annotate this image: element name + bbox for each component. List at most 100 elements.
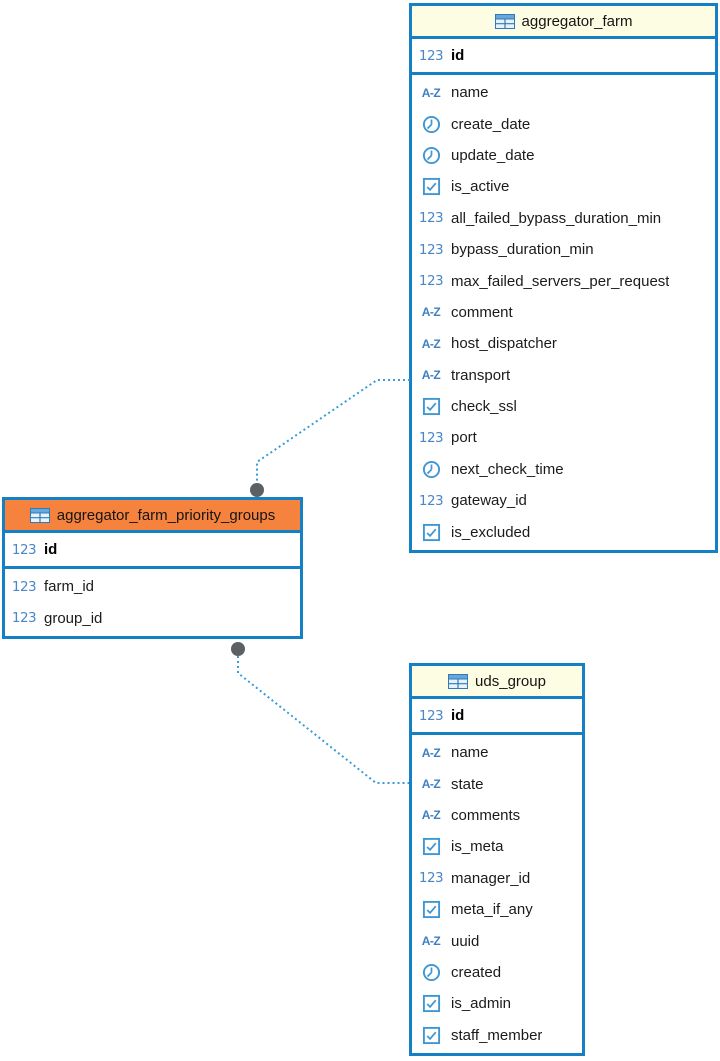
column-name: is_admin: [451, 995, 512, 1013]
column-row[interactable]: 123 port: [412, 422, 715, 453]
table-aggregator-farm-priority-groups[interactable]: aggregator_farm_priority_groups 123 id 1…: [2, 497, 303, 639]
column-row[interactable]: is_meta: [412, 831, 582, 862]
text-type-icon: A-Z: [421, 777, 441, 792]
column-row[interactable]: meta_if_any: [412, 894, 582, 925]
numeric-type-icon: 123: [418, 210, 444, 227]
boolean-type-icon: [419, 994, 443, 1013]
column-row[interactable]: 123 bypass_duration_min: [412, 234, 715, 265]
column-row[interactable]: A-Z name: [412, 737, 582, 768]
column-row[interactable]: create_date: [412, 108, 715, 139]
table-aggregator-farm[interactable]: aggregator_farm 123 id A-Z name create_d…: [409, 3, 718, 553]
column-row[interactable]: A-Z state: [412, 768, 582, 799]
numeric-type-icon: 123: [418, 429, 444, 446]
column-row[interactable]: is_active: [412, 171, 715, 202]
column-row[interactable]: 123 manager_id: [412, 863, 582, 894]
relation-anchor-dot[interactable]: [250, 483, 264, 497]
column-row[interactable]: 123 max_failed_servers_per_request: [412, 265, 715, 296]
numeric-type-icon: 123: [418, 492, 444, 509]
numeric-type-icon: 123: [418, 707, 444, 724]
numeric-type-icon: 123: [418, 870, 444, 887]
column-row[interactable]: staff_member: [412, 1020, 582, 1051]
column-name: check_ssl: [451, 398, 517, 416]
column-name: is_excluded: [451, 523, 531, 541]
column-name: staff_member: [451, 1026, 543, 1044]
numeric-type-icon: 123: [418, 273, 444, 290]
table-title: aggregator_farm: [521, 12, 633, 30]
table-uds-group[interactable]: uds_group 123 id A-Z name A-Z state A-Z …: [409, 663, 585, 1056]
table-header[interactable]: aggregator_farm: [412, 6, 715, 39]
column-row[interactable]: update_date: [412, 140, 715, 171]
column-name: create_date: [451, 115, 531, 133]
column-row[interactable]: next_check_time: [412, 454, 715, 485]
column-name: id: [44, 541, 58, 558]
column-row[interactable]: 123 id: [412, 699, 582, 732]
column-row[interactable]: is_admin: [412, 988, 582, 1019]
table-header[interactable]: uds_group: [412, 666, 582, 699]
primary-key-section: 123 id: [412, 699, 582, 735]
numeric-type-icon: 123: [418, 241, 444, 258]
column-name: id: [451, 707, 465, 724]
column-row[interactable]: 123 group_id: [5, 602, 300, 633]
relation-line-group[interactable]: [237, 656, 409, 784]
columns-section: A-Z name A-Z state A-Z comments is_meta …: [412, 735, 582, 1053]
relation-anchor-dot[interactable]: [231, 642, 245, 656]
column-name: max_failed_servers_per_request: [451, 272, 670, 290]
text-type-icon: A-Z: [421, 85, 441, 100]
table-icon: [29, 507, 50, 523]
column-name: group_id: [44, 609, 103, 627]
column-name: created: [451, 963, 502, 981]
column-name: name: [451, 744, 489, 762]
numeric-type-icon: 123: [11, 541, 37, 558]
table-header-selected[interactable]: aggregator_farm_priority_groups: [5, 500, 300, 533]
column-row[interactable]: A-Z transport: [412, 360, 715, 391]
column-name: farm_id: [44, 578, 95, 596]
datetime-type-icon: [419, 146, 443, 165]
column-row[interactable]: created: [412, 957, 582, 988]
column-row[interactable]: A-Z host_dispatcher: [412, 328, 715, 359]
column-name: next_check_time: [451, 460, 564, 478]
column-row[interactable]: 123 id: [5, 533, 300, 566]
numeric-type-icon: 123: [11, 610, 37, 627]
column-row[interactable]: 123 all_failed_bypass_duration_min: [412, 203, 715, 234]
column-row[interactable]: 123 farm_id: [5, 571, 300, 602]
table-icon: [448, 673, 469, 689]
primary-key-section: 123 id: [5, 533, 300, 569]
columns-section: 123 farm_id 123 group_id: [5, 569, 300, 636]
column-name: name: [451, 84, 489, 102]
text-type-icon: A-Z: [421, 305, 441, 320]
datetime-type-icon: [419, 963, 443, 982]
column-row[interactable]: 123 id: [412, 39, 715, 72]
column-row[interactable]: A-Z comment: [412, 297, 715, 328]
boolean-type-icon: [419, 900, 443, 919]
text-type-icon: A-Z: [421, 336, 441, 351]
column-name: comments: [451, 806, 521, 824]
column-name: update_date: [451, 146, 535, 164]
column-name: uuid: [451, 932, 480, 950]
boolean-type-icon: [419, 837, 443, 856]
column-name: port: [451, 429, 477, 447]
column-name: state: [451, 775, 484, 793]
column-name: is_meta: [451, 838, 504, 856]
column-row[interactable]: check_ssl: [412, 391, 715, 422]
columns-section: A-Z name create_date update_date is_acti…: [412, 75, 715, 550]
column-row[interactable]: A-Z name: [412, 77, 715, 108]
column-name: id: [451, 47, 465, 64]
boolean-type-icon: [419, 397, 443, 416]
datetime-type-icon: [419, 460, 443, 479]
column-name: comment: [451, 303, 513, 321]
table-title: uds_group: [475, 672, 546, 690]
column-name: bypass_duration_min: [451, 241, 594, 259]
column-name: transport: [451, 366, 511, 384]
column-row[interactable]: A-Z comments: [412, 800, 582, 831]
relation-line-farm[interactable]: [256, 379, 410, 484]
text-type-icon: A-Z: [421, 934, 441, 949]
column-row[interactable]: is_excluded: [412, 516, 715, 547]
column-name: is_active: [451, 178, 510, 196]
primary-key-section: 123 id: [412, 39, 715, 75]
numeric-type-icon: 123: [11, 578, 37, 595]
column-row[interactable]: A-Z uuid: [412, 925, 582, 956]
column-row[interactable]: 123 gateway_id: [412, 485, 715, 516]
text-type-icon: A-Z: [421, 745, 441, 760]
column-name: manager_id: [451, 869, 531, 887]
